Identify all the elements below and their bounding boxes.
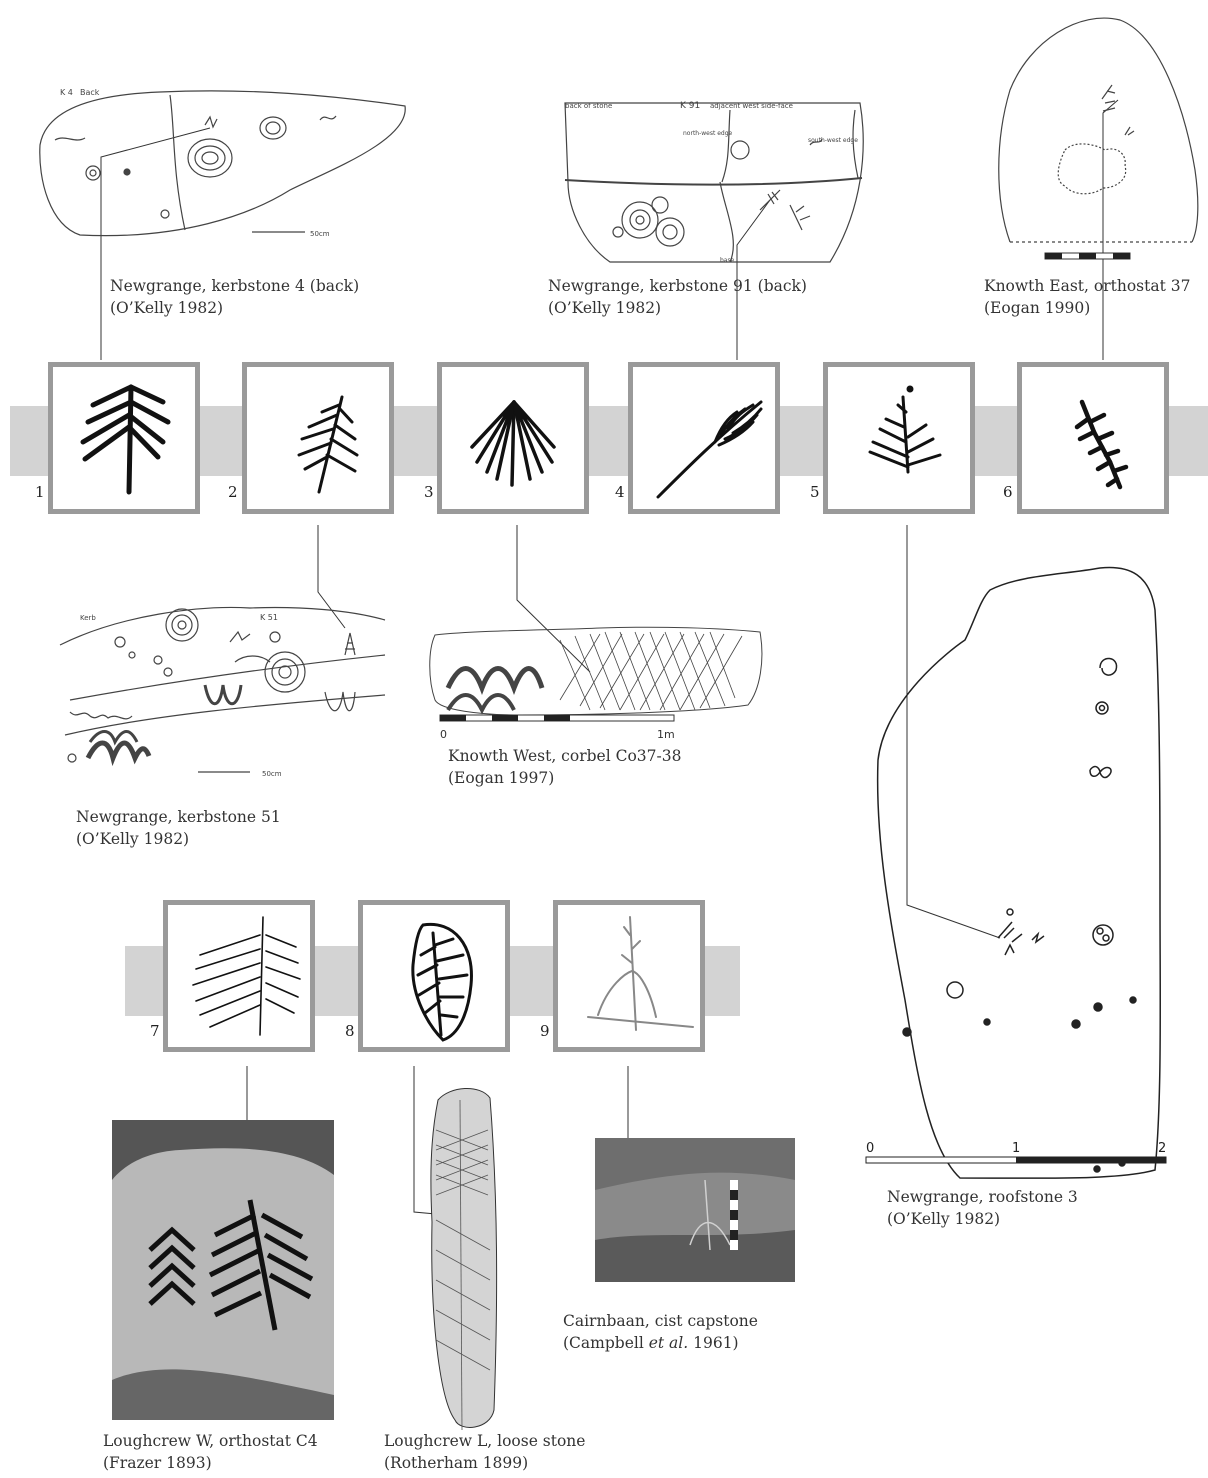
orthostat-c4-photo	[112, 1120, 334, 1420]
roofstone-3-drawing	[878, 567, 1161, 1178]
k91-base-label: base	[720, 257, 735, 264]
k91-adjacent-label: adjacent west side-face	[710, 102, 793, 110]
caption-newgrange-kerbstone-91: Newgrange, kerbstone 91 (back) (O’Kelly …	[548, 275, 807, 319]
caption-knowth-west-corbel: Knowth West, corbel Co37-38 (Eogan 1997)	[448, 745, 681, 789]
caption-source: (Eogan 1990)	[984, 297, 1190, 319]
orthostat-37-drawing	[999, 18, 1198, 242]
caption-source: (Rotherham 1899)	[384, 1452, 585, 1474]
motif-8-drawing	[363, 905, 505, 1047]
leader-line-5	[907, 525, 1000, 938]
caption-site: Newgrange, kerbstone 51	[76, 806, 281, 828]
motif-2-drawing	[247, 367, 389, 509]
leader-line-6	[1103, 100, 1118, 360]
orthostat-37-scale-bar	[1045, 253, 1130, 259]
motif-number-6: 6	[1003, 483, 1013, 501]
motif-number-8: 8	[345, 1022, 355, 1040]
motif-number-9: 9	[540, 1022, 550, 1040]
cist-capstone-photo	[595, 1138, 795, 1282]
motif-number-1: 1	[35, 483, 45, 501]
caption-source: (Campbell et al. 1961)	[563, 1332, 758, 1354]
caption-loughcrew-l-loose-stone: Loughcrew L, loose stone (Rotherham 1899…	[384, 1430, 585, 1474]
motif-3-drawing	[442, 367, 584, 509]
motif-box-8	[358, 900, 510, 1052]
motif-box-1	[48, 362, 200, 514]
motif-box-7	[163, 900, 315, 1052]
motif-6-drawing	[1022, 367, 1164, 509]
corbel-scale-bar	[440, 715, 674, 721]
motif-5-drawing	[828, 367, 970, 509]
leader-line-3	[517, 525, 590, 672]
corbel-drawing	[430, 627, 762, 715]
caption-site: Knowth West, corbel Co37-38	[448, 745, 681, 767]
caption-source: (Eogan 1997)	[448, 767, 681, 789]
motif-number-7: 7	[150, 1022, 160, 1040]
kerbstone-91-drawing	[565, 103, 863, 262]
kerbstone-51-drawing	[60, 607, 385, 772]
corbel-scale-0: 0	[440, 728, 447, 741]
caption-source: (O’Kelly 1982)	[110, 297, 359, 319]
motif-box-9	[553, 900, 705, 1052]
caption-source-post: 1961)	[688, 1334, 738, 1352]
roofstone-scale-bar	[866, 1157, 1166, 1163]
caption-site: Newgrange, kerbstone 4 (back)	[110, 275, 359, 297]
motif-number-2: 2	[228, 483, 238, 501]
leader-line-1	[101, 128, 210, 360]
k91-label: K 91	[680, 101, 700, 111]
k91-sw-label: south-west edge	[808, 137, 858, 144]
k91-nw-label: north-west edge	[683, 130, 733, 137]
motif-9-drawing	[558, 905, 700, 1047]
caption-site: Newgrange, roofstone 3	[887, 1186, 1078, 1208]
k4-back-label: Back	[80, 88, 100, 97]
caption-site: Knowth East, orthostat 37	[984, 275, 1190, 297]
caption-source: (O’Kelly 1982)	[887, 1208, 1078, 1230]
caption-source: (O’Kelly 1982)	[548, 297, 807, 319]
caption-source-etal: et al.	[649, 1334, 688, 1352]
k51-kerb-label: Kerb	[80, 614, 96, 622]
motif-box-4	[628, 362, 780, 514]
caption-knowth-east-orthostat-37: Knowth East, orthostat 37 (Eogan 1990)	[984, 275, 1190, 319]
roofstone-scale-2: 2	[1158, 1141, 1166, 1156]
caption-loughcrew-w-orthostat-c4: Loughcrew W, orthostat C4 (Frazer 1893)	[103, 1430, 318, 1474]
leader-line-2	[318, 525, 345, 628]
k91-back-label: back of stone	[565, 102, 612, 110]
corbel-scale-1m: 1m	[657, 728, 675, 741]
motif-4-drawing	[633, 367, 775, 509]
motif-number-3: 3	[424, 483, 434, 501]
roofstone-scale-0: 0	[866, 1141, 874, 1156]
caption-source: (O’Kelly 1982)	[76, 828, 281, 850]
motif-number-5: 5	[810, 483, 820, 501]
k4-label: K 4	[60, 88, 73, 97]
caption-newgrange-kerbstone-4: Newgrange, kerbstone 4 (back) (O’Kelly 1…	[110, 275, 359, 319]
caption-source-pre: (Campbell	[563, 1334, 649, 1352]
motif-box-3	[437, 362, 589, 514]
caption-newgrange-kerbstone-51: Newgrange, kerbstone 51 (O’Kelly 1982)	[76, 806, 281, 850]
motif-box-2	[242, 362, 394, 514]
caption-cairnbaan-cist-capstone: Cairnbaan, cist capstone (Campbell et al…	[563, 1310, 758, 1354]
caption-source: (Frazer 1893)	[103, 1452, 318, 1474]
caption-site: Newgrange, kerbstone 91 (back)	[548, 275, 807, 297]
k51-scale-label: 50cm	[262, 770, 282, 778]
caption-site: Loughcrew W, orthostat C4	[103, 1430, 318, 1452]
motif-number-4: 4	[615, 483, 625, 501]
k4-scale-label: 50cm	[310, 230, 330, 238]
loose-stone-drawing	[431, 1088, 497, 1430]
motif-box-5	[823, 362, 975, 514]
roofstone-scale-1: 1	[1012, 1141, 1020, 1156]
caption-newgrange-roofstone-3: Newgrange, roofstone 3 (O’Kelly 1982)	[887, 1186, 1078, 1230]
motif-7-drawing	[168, 905, 310, 1047]
caption-site: Cairnbaan, cist capstone	[563, 1310, 758, 1332]
motif-box-6	[1017, 362, 1169, 514]
caption-site: Loughcrew L, loose stone	[384, 1430, 585, 1452]
k51-label: K 51	[260, 613, 278, 622]
motif-1-drawing	[53, 367, 195, 509]
kerbstone-4-drawing	[40, 91, 405, 236]
